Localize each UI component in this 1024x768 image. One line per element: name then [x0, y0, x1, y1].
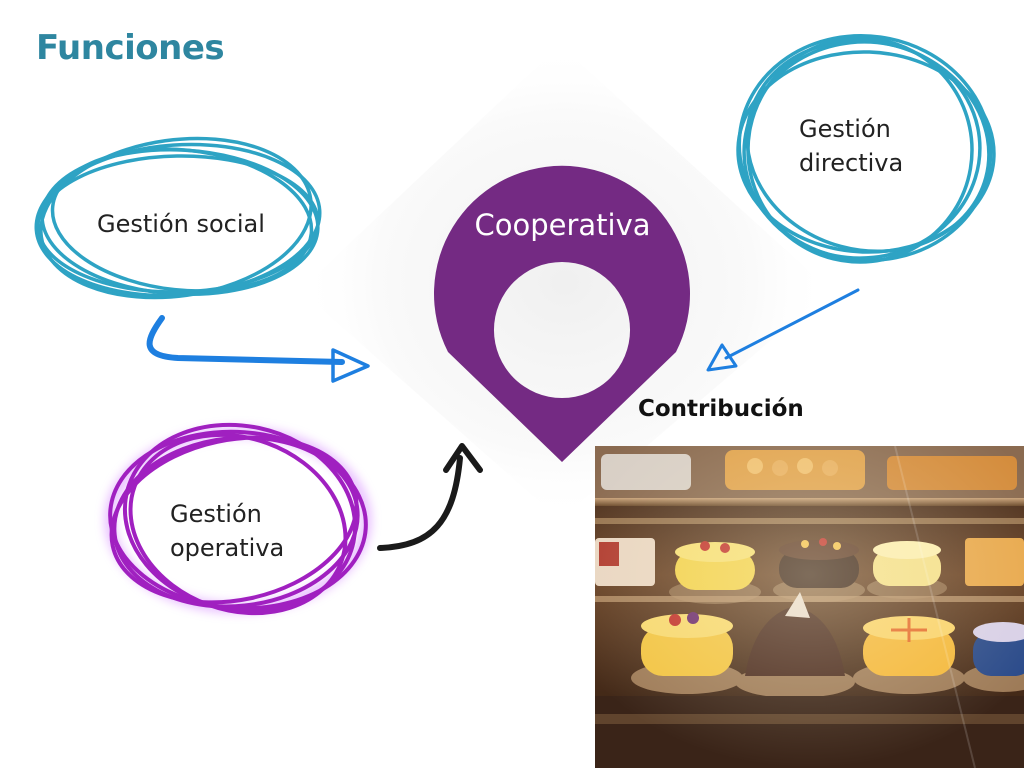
- gestion-operativa-label: Gestión operativa: [170, 500, 285, 562]
- page-title: Funciones: [36, 28, 225, 68]
- social-ring: [34, 136, 322, 300]
- directiva-arrowhead: [706, 343, 738, 372]
- map-pin-icon: [434, 165, 691, 462]
- social-arrowhead: [331, 348, 370, 383]
- pastry-photo: [595, 446, 1024, 768]
- background-glow: [300, 45, 830, 520]
- operativa-ring: [105, 422, 371, 616]
- social-arrow: [146, 315, 345, 365]
- directiva-ring: [736, 33, 996, 264]
- directiva-arrow: [724, 288, 860, 360]
- operativa-arrowhead: [443, 443, 483, 473]
- contribucion-label: Contribución: [638, 396, 804, 422]
- operativa-arrow: [377, 455, 463, 551]
- gestion-social-label: Gestión social: [97, 210, 265, 238]
- gestion-directiva-label: Gestión directiva: [799, 115, 904, 177]
- cooperativa-label: Cooperativa: [474, 208, 651, 242]
